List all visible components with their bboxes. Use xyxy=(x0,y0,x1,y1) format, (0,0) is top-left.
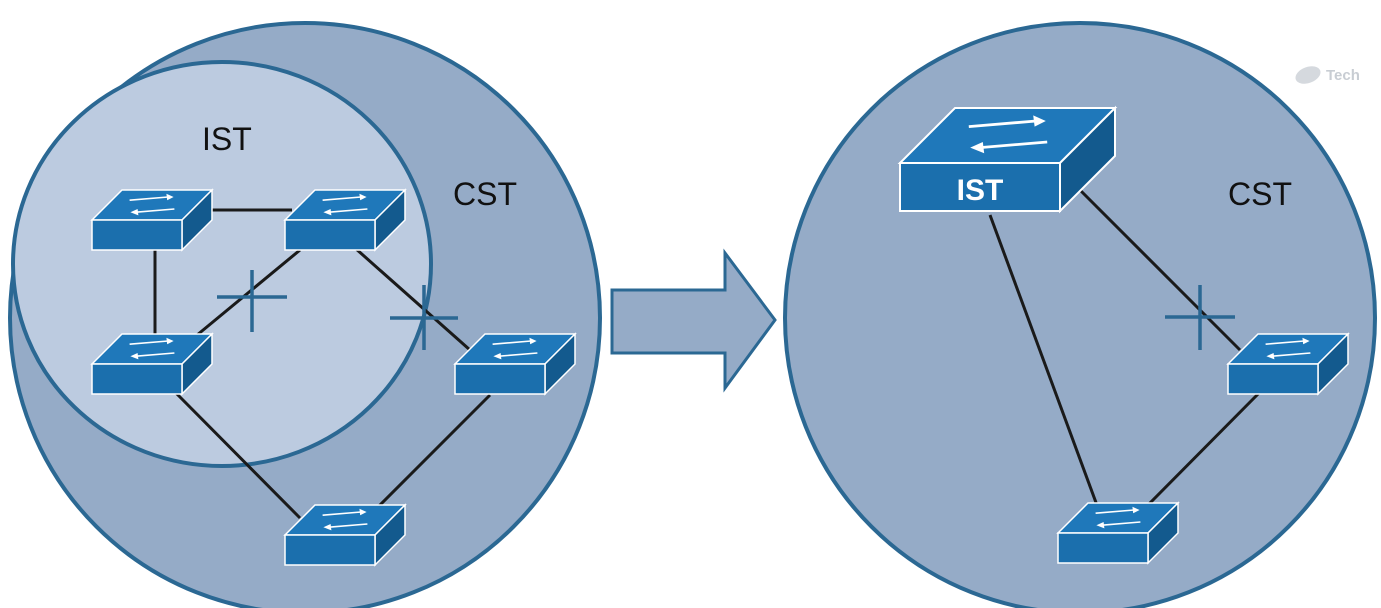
link-s5-s4 xyxy=(373,393,492,512)
blocked-port-marker-right-cst xyxy=(1165,285,1235,350)
blocked-port-marker-left-cst xyxy=(390,285,458,350)
ist-switch-label: IST xyxy=(957,174,1004,207)
switch-icon xyxy=(283,188,407,252)
switch-icon xyxy=(90,332,214,396)
cst-label-left: CST xyxy=(453,176,517,212)
ist-aggregate-switch-icon xyxy=(897,105,1118,214)
left-links xyxy=(153,208,492,520)
link-s3-s4 xyxy=(173,390,302,520)
right-diagram: IST CST xyxy=(783,21,1377,608)
switch-icon xyxy=(453,332,577,396)
watermark-text: Tech xyxy=(1326,67,1360,84)
transition-arrow-icon xyxy=(610,248,777,393)
blocked-port-marker-left-ist xyxy=(217,270,287,332)
switch-icon xyxy=(283,503,407,567)
watermark-logo-icon xyxy=(1295,66,1321,84)
right-links xyxy=(988,188,1264,510)
switch-icon xyxy=(1226,332,1350,396)
link-s2-s5 xyxy=(354,246,471,352)
left-diagram: IST CST xyxy=(8,21,602,608)
switch-icon xyxy=(1056,501,1180,565)
link-right-bottom xyxy=(1143,388,1264,510)
link-ist-right xyxy=(1078,188,1242,352)
link-ist-bottom xyxy=(988,214,1100,509)
watermark: Tech xyxy=(1295,66,1360,84)
switch-icon xyxy=(90,188,214,252)
ist-label: IST xyxy=(202,121,252,157)
cst-label-right: CST xyxy=(1228,176,1292,212)
